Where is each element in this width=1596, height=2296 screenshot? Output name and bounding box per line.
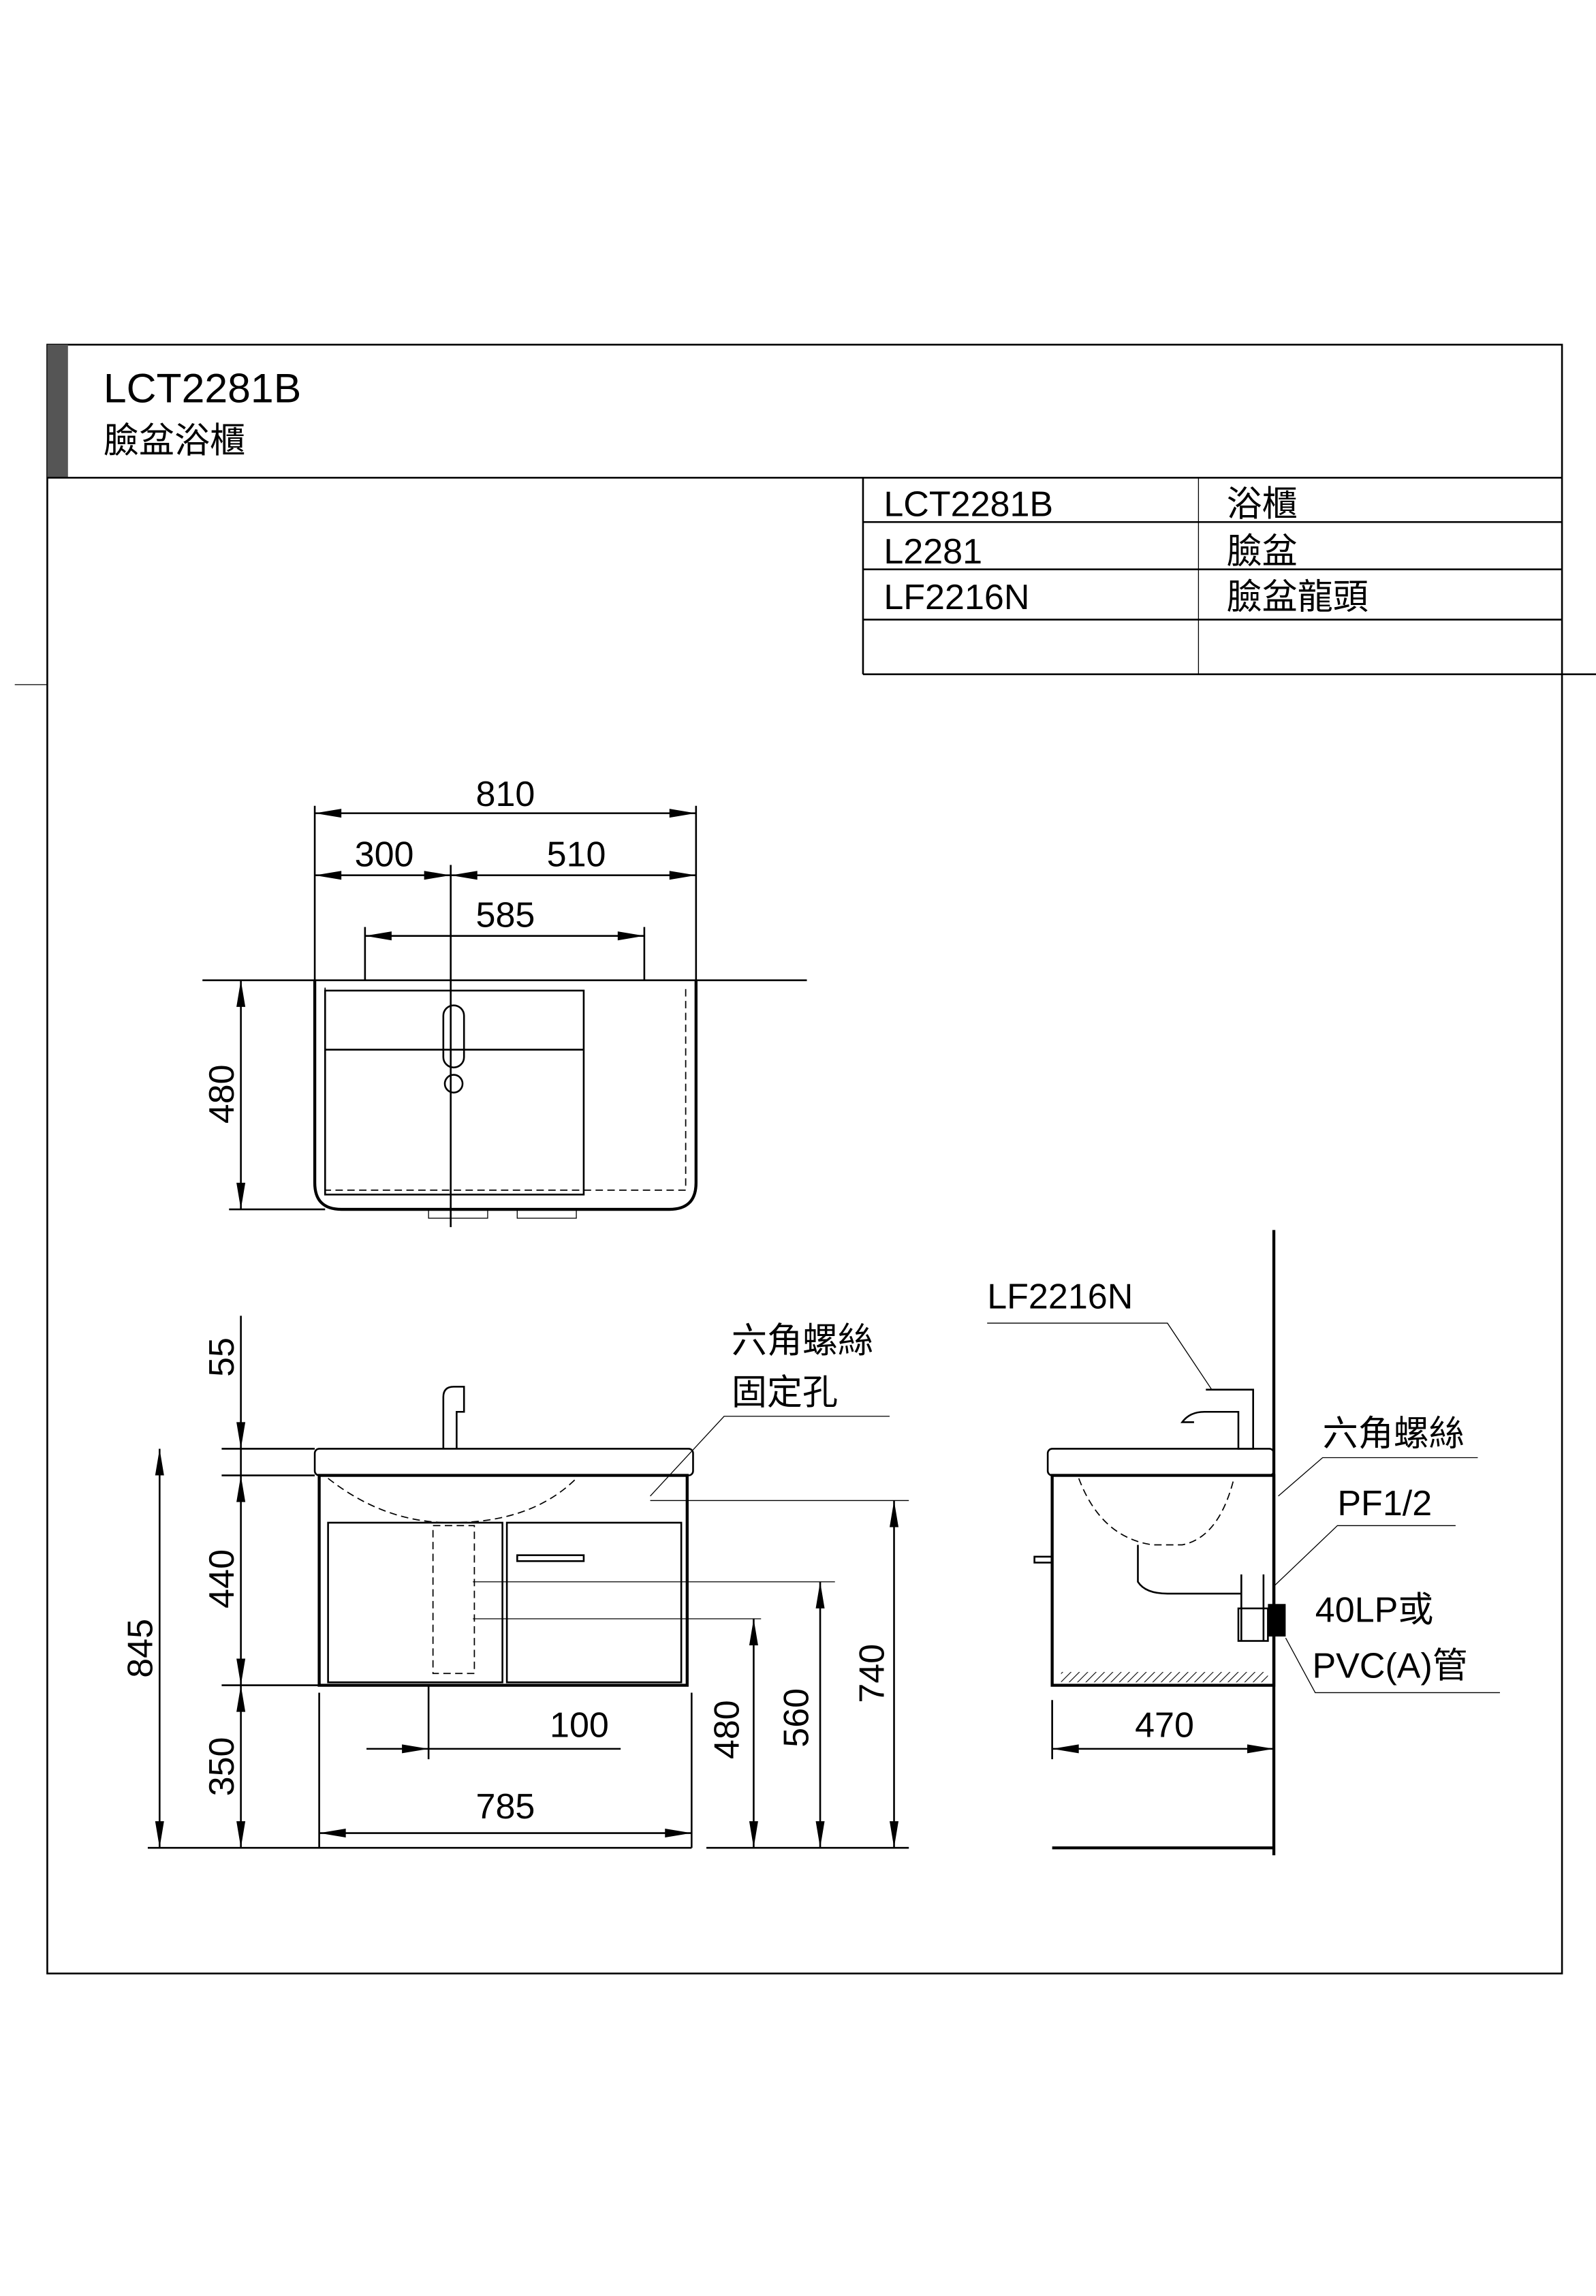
top-view: 810 300 510 585 480 [202, 775, 807, 1228]
dim-845: 845 [121, 1619, 160, 1678]
label-fixing-hole: 固定孔 [732, 1373, 838, 1412]
dim-480-depth: 480 [202, 1064, 242, 1123]
part-desc: 臉盆龍頭 [1227, 578, 1368, 617]
front-view: 55 440 350 845 785 100 480 560 740 六角螺絲 … [121, 1316, 909, 1849]
dim-480-height: 480 [708, 1700, 747, 1759]
title-side-bar [47, 344, 68, 478]
part-desc: 臉盆 [1227, 532, 1298, 572]
label-drain-1: 40LP或 [1315, 1590, 1434, 1630]
part-code: LF2216N [883, 578, 1029, 617]
title-name: 臉盆浴櫃 [104, 421, 245, 461]
dim-440: 440 [202, 1549, 242, 1609]
dim-55: 55 [202, 1337, 242, 1377]
drawing-frame [46, 343, 1563, 1974]
dim-810: 810 [476, 775, 535, 814]
dim-100: 100 [550, 1706, 609, 1746]
label-drain-2: PVC(A)管 [1312, 1647, 1467, 1686]
title-model: LCT2281B [104, 365, 301, 412]
part-code: L2281 [883, 532, 982, 572]
dim-470: 470 [1135, 1706, 1194, 1746]
parts-table: LCT2281B 浴櫃 L2281 臉盆 LF2216N 臉盆龍頭 [862, 478, 1596, 675]
dim-510: 510 [547, 835, 606, 875]
dim-300: 300 [355, 835, 414, 875]
label-hex-screw-side: 六角螺絲 [1323, 1414, 1465, 1454]
dim-560: 560 [777, 1688, 817, 1748]
dim-785: 785 [476, 1787, 535, 1827]
dim-585: 585 [476, 896, 535, 935]
label-hex-screw: 六角螺絲 [732, 1321, 873, 1361]
side-view: LF2216N 六角螺絲 PF1/2 40LP或 PVC(A)管 470 [987, 1230, 1500, 1856]
label-pf: PF1/2 [1337, 1484, 1432, 1523]
part-code: LCT2281B [883, 485, 1053, 525]
label-faucet-model: LF2216N [987, 1277, 1133, 1316]
dim-350: 350 [202, 1737, 242, 1796]
part-desc: 浴櫃 [1227, 485, 1298, 525]
dim-740: 740 [852, 1644, 892, 1703]
